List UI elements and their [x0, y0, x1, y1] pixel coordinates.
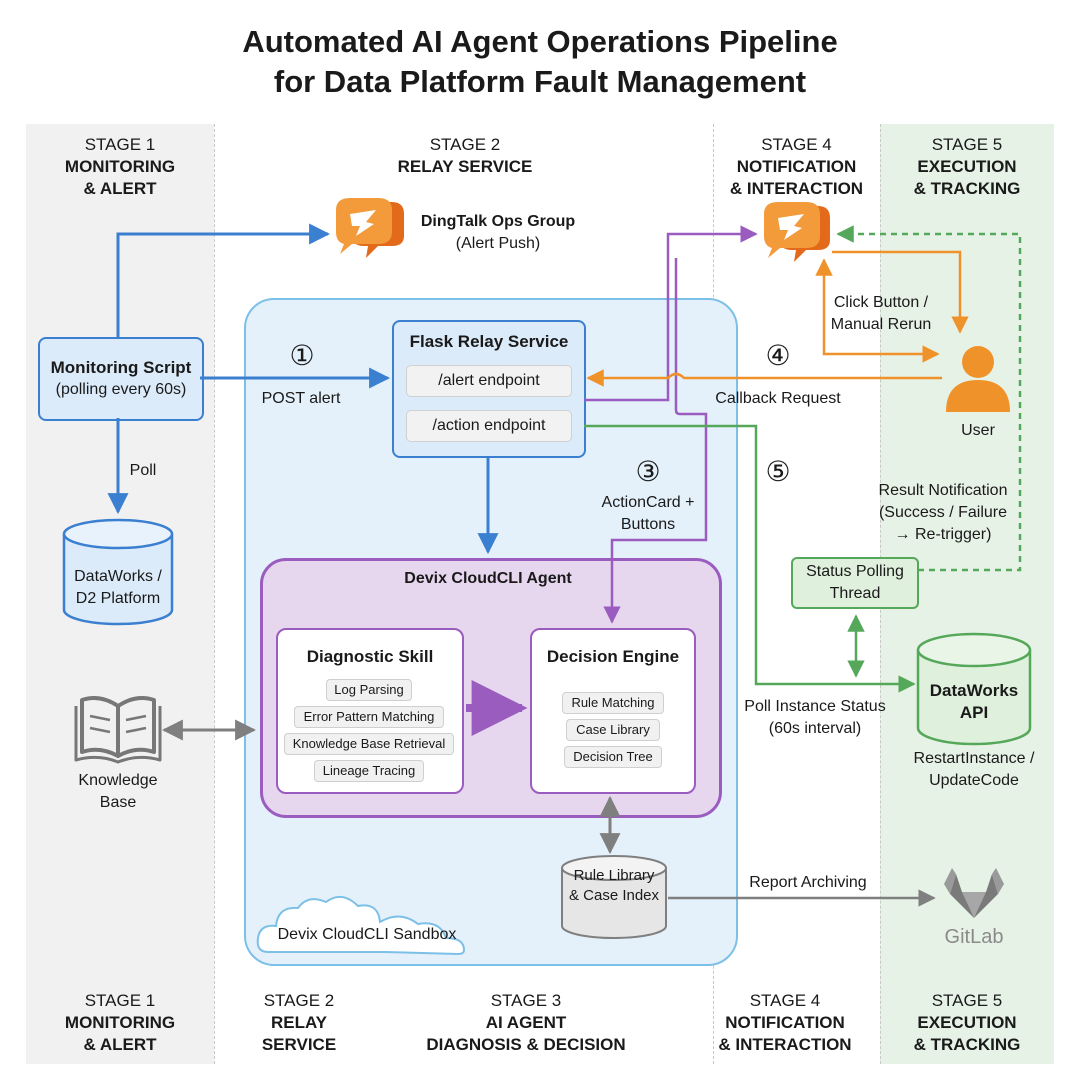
- status-polling-thread: [791, 557, 919, 609]
- gitlab-label: GitLab: [944, 926, 1004, 948]
- decision-tree: Decision Tree: [564, 746, 662, 768]
- action-endpoint: /action endpoint: [406, 410, 572, 442]
- skill-lineage: Lineage Tracing: [314, 760, 424, 782]
- dataworks-d2-cylinder: [62, 518, 174, 626]
- rule-library-label: Rule Library& Case Index: [568, 867, 660, 904]
- actioncard-step: ③: [635, 456, 661, 487]
- monitoring-script-label: Monitoring Script (polling every 60s): [50, 358, 192, 398]
- skill-error-pattern: Error Pattern Matching: [294, 706, 444, 728]
- stage-divider: [214, 124, 215, 1064]
- book-icon: [74, 696, 162, 764]
- callback-step: ④: [765, 340, 791, 371]
- post-alert-step: ①: [289, 340, 315, 371]
- callback-label: Callback Request: [715, 390, 841, 407]
- result-notification-label: Result Notification (Success / Failure →…: [878, 482, 1008, 543]
- alert-endpoint: /alert endpoint: [406, 365, 572, 397]
- cloud-icon: [256, 895, 466, 956]
- diagram-title: Automated AI Agent Operations Pipeline f…: [242, 24, 838, 99]
- case-library: Case Library: [566, 719, 660, 741]
- user-icon: [946, 346, 1010, 412]
- diagnostic-skill-title: Diagnostic Skill: [306, 647, 434, 666]
- skill-log-parsing: Log Parsing: [326, 679, 412, 701]
- dingtalk-ops-label: DingTalk Ops Group (Alert Push): [420, 213, 576, 252]
- restart-label: RestartInstance /UpdateCode: [913, 750, 1035, 789]
- actioncard-label: ActionCard +Buttons: [601, 494, 695, 533]
- sandbox-label: Devix CloudCLI Sandbox: [277, 926, 457, 943]
- decision-engine-title: Decision Engine: [546, 647, 680, 666]
- dataworks-d2-label: DataWorks /D2 Platform: [74, 568, 162, 607]
- flask-title: Flask Relay Service: [409, 332, 569, 351]
- monitoring-script: [38, 337, 204, 421]
- step5-label: ⑤: [765, 456, 791, 487]
- report-archiving-label: Report Archiving: [749, 874, 867, 891]
- dataworks-api-cylinder: [916, 632, 1032, 746]
- poll-instance-label: Poll Instance Status(60s interval): [744, 698, 886, 737]
- dingtalk-icon: [336, 198, 404, 258]
- rule-library-cylinder: [561, 855, 667, 939]
- post-alert-label: POST alert: [261, 390, 341, 407]
- skill-kb-retrieval: Knowledge Base Retrieval: [284, 733, 454, 755]
- gitlab-icon: [944, 868, 1004, 918]
- user-label: User: [961, 422, 995, 439]
- poll-label: Poll: [129, 462, 157, 479]
- rule-matching: Rule Matching: [562, 692, 664, 714]
- click-button-label: Click Button /Manual Rerun: [830, 294, 932, 333]
- agent-title: Devix CloudCLI Agent: [404, 570, 572, 587]
- dingtalk-icon-stage4: [764, 202, 830, 262]
